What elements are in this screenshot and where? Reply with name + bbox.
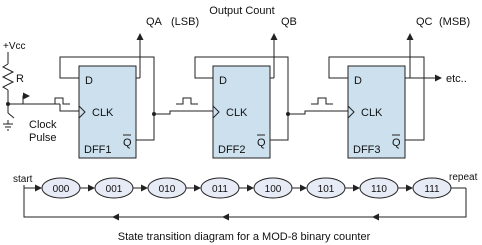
pin-clk: CLK — [361, 107, 383, 119]
clock-pulse-icon — [176, 97, 198, 105]
flipflop-3 — [347, 65, 406, 159]
state-node — [412, 177, 452, 199]
repeat-label: repeat — [449, 172, 478, 183]
resistor-symbol — [1, 63, 15, 91]
clock-label-2: Pulse — [29, 132, 57, 144]
clk-triangle — [78, 105, 86, 119]
pin-qbar: Q — [392, 137, 401, 149]
state-node — [94, 177, 134, 199]
pin-d: D — [354, 75, 362, 87]
state-node — [147, 177, 187, 199]
clock-to-clk1 — [59, 104, 79, 112]
pin-d: D — [219, 75, 227, 87]
flipflop-label: DFF1 — [84, 144, 112, 156]
switch-contact — [7, 112, 15, 119]
feedback-loop-2 — [194, 56, 289, 141]
clock-pulse-icon — [48, 97, 70, 105]
title: Output Count — [209, 5, 274, 17]
output-label: QB — [281, 16, 297, 28]
caption: State transition diagram for a MOD-8 bin… — [118, 231, 371, 243]
flipflop-1 — [78, 65, 137, 159]
start-label: start — [13, 174, 33, 185]
state-label: 100 — [265, 184, 282, 195]
state-node — [359, 177, 399, 199]
state-label: 110 — [371, 184, 387, 195]
clock-label: Clock — [29, 119, 57, 131]
state-label: 111 — [424, 184, 440, 195]
qbar2-to-clk3 — [288, 110, 348, 115]
output-label: QC — [416, 16, 433, 28]
state-label: 011 — [212, 184, 228, 195]
feedback-loop-1 — [59, 56, 155, 141]
pin-clk: CLK — [226, 107, 248, 119]
state-label: 000 — [53, 184, 70, 195]
state-node — [253, 177, 293, 199]
pin-qbar: Q — [123, 137, 132, 149]
resistor-label: R — [16, 73, 24, 85]
etc-label: etc.. — [446, 73, 467, 85]
output-note: (LSB) — [171, 16, 199, 28]
flipflop-label: DFF3 — [353, 144, 381, 156]
flipflop-label: DFF2 — [218, 144, 246, 156]
state-node — [200, 177, 240, 199]
repeat-loop — [23, 185, 467, 218]
state-label: 010 — [159, 184, 176, 195]
feedback-loop-3 — [328, 56, 425, 141]
clk-triangle — [347, 105, 355, 119]
state-node — [41, 177, 81, 199]
pin-qbar: Q — [257, 137, 266, 149]
pin-d: D — [85, 75, 93, 87]
output-label: QA — [146, 16, 163, 28]
output-note: (MSB) — [439, 16, 470, 28]
supply-label: +Vcc — [3, 41, 26, 52]
flipflop-2 — [212, 65, 271, 159]
state-label: 001 — [106, 184, 123, 195]
clock-input-arrow — [20, 92, 30, 105]
pin-clk: CLK — [92, 107, 114, 119]
clk-triangle — [212, 105, 220, 119]
state-node — [306, 177, 346, 199]
start-arrow — [23, 184, 42, 192]
clock-pulse-icon — [311, 97, 333, 105]
qbar1-to-clk2 — [154, 110, 213, 115]
state-label: 101 — [318, 184, 335, 195]
